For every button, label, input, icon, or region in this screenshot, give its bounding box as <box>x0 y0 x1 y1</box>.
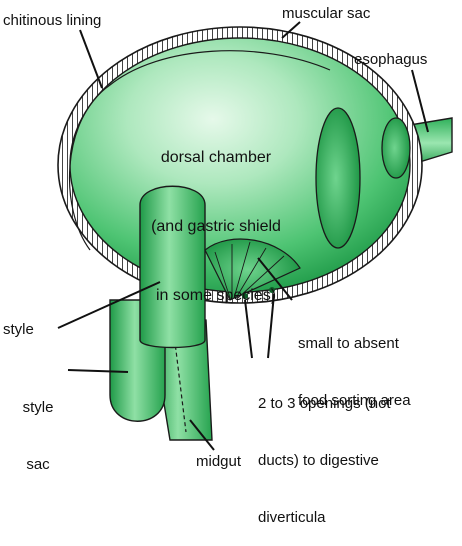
openings-line-3: diverticula <box>258 508 391 527</box>
dorsal-wall-fold <box>316 108 360 248</box>
dorsal-line-3: in some species) <box>116 284 316 307</box>
openings-line-1: 2 to 3 openings (not <box>258 394 391 413</box>
label-esophagus: esophagus <box>354 50 427 69</box>
label-style-sac: style sac <box>10 360 66 493</box>
style-sac-line-1: style <box>10 398 66 417</box>
label-muscular-sac: muscular sac <box>282 4 370 23</box>
openings-line-2: ducts) to digestive <box>258 451 391 470</box>
label-midgut: midgut <box>196 452 241 471</box>
esophagus-opening <box>382 118 410 178</box>
label-style: style <box>3 320 34 339</box>
leader-chitinous <box>80 30 102 88</box>
label-openings: 2 to 3 openings (not ducts) to digestive… <box>258 356 391 546</box>
label-dorsal-chamber: dorsal chamber (and gastric shield in so… <box>116 100 316 330</box>
dorsal-line-2: (and gastric shield <box>116 215 316 238</box>
food-sorting-line-1: small to absent <box>298 334 411 353</box>
label-chitinous-lining: chitinous lining <box>3 11 101 30</box>
dorsal-line-1: dorsal chamber <box>116 146 316 169</box>
style-sac-line-2: sac <box>10 455 66 474</box>
